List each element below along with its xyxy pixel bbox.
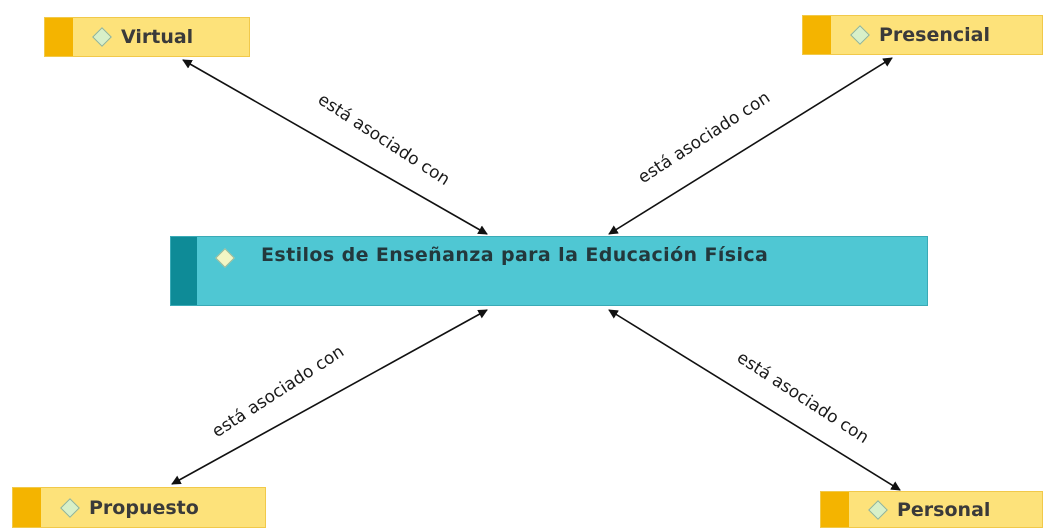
connector-propuesto bbox=[171, 309, 488, 485]
concept-node-propuesto[interactable]: Propuesto bbox=[12, 487, 266, 528]
concept-node-virtual[interactable]: Virtual bbox=[44, 17, 250, 57]
diamond-icon bbox=[871, 503, 885, 517]
node-stripe bbox=[171, 237, 197, 305]
node-stripe bbox=[13, 488, 41, 527]
node-stripe bbox=[45, 18, 73, 56]
connector-personal bbox=[608, 309, 901, 491]
diamond-icon bbox=[853, 28, 867, 42]
concept-label-propuesto: Propuesto bbox=[89, 496, 199, 519]
diamond-icon bbox=[95, 30, 109, 44]
concept-node-personal[interactable]: Personal bbox=[820, 491, 1043, 528]
node-stripe bbox=[803, 16, 831, 54]
diamond-icon bbox=[63, 501, 77, 515]
concept-node-presencial[interactable]: Presencial bbox=[802, 15, 1043, 55]
concept-label-presencial: Presencial bbox=[879, 24, 991, 46]
relation-label-presencial: está asociado con bbox=[635, 88, 774, 188]
diamond-icon bbox=[218, 251, 232, 265]
node-stripe bbox=[821, 492, 849, 527]
relation-label-personal: está asociado con bbox=[733, 348, 872, 448]
concept-label-personal: Personal bbox=[897, 498, 991, 521]
connector-virtual bbox=[182, 59, 488, 235]
concept-label-virtual: Virtual bbox=[121, 26, 194, 48]
relation-label-propuesto: está asociado con bbox=[209, 342, 348, 442]
central-concept-label: Estilos de Enseñanza para la Educación F… bbox=[261, 244, 769, 266]
central-concept-node[interactable]: Estilos de Enseñanza para la Educación F… bbox=[170, 236, 928, 306]
connector-presencial bbox=[608, 57, 893, 235]
